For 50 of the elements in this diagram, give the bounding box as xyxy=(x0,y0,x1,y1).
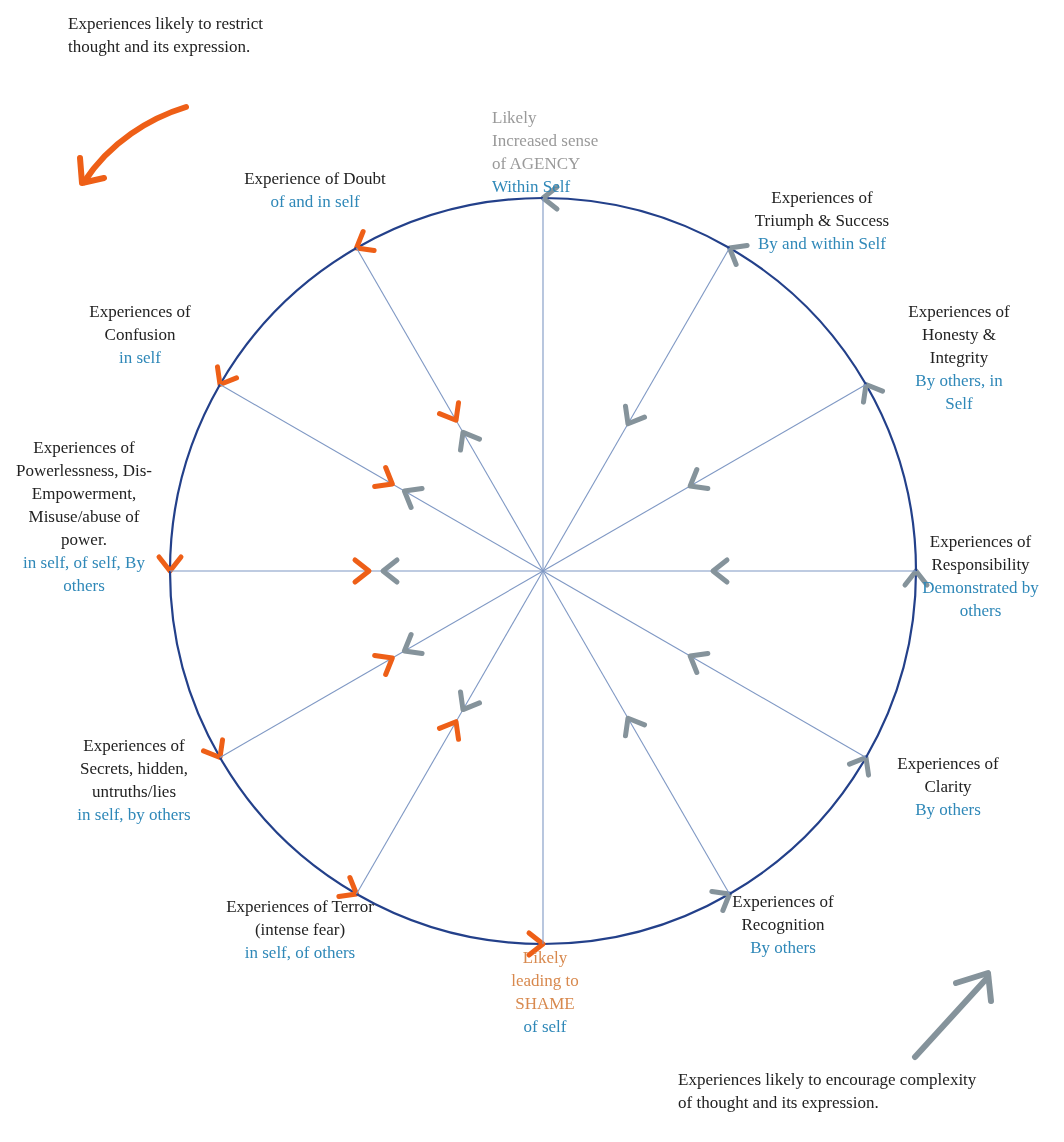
circle-arc-arrow xyxy=(860,382,918,572)
circle-arc-arrow xyxy=(727,243,867,386)
circle-arc-arrow xyxy=(540,185,730,249)
spoke-arrow xyxy=(687,650,867,759)
experience-label: Experiences of Powerlessness, Dis-Empowerment, Misuse/abuse of power. xyxy=(15,437,153,551)
experience-label: Experience of Doubt xyxy=(243,168,387,190)
spoke-arrow xyxy=(355,247,461,423)
circle-arc-arrow xyxy=(865,568,929,758)
experience-label: Experiences of Responsibility xyxy=(928,531,1033,576)
spoke-arrow xyxy=(355,719,461,895)
qualifier-label: in self, by others xyxy=(76,804,192,826)
qualifier-label: in self, of self, By others xyxy=(22,552,146,597)
circle-arc-arrow xyxy=(542,888,732,946)
spoke-arrow xyxy=(622,247,731,427)
qualifier-label: By others xyxy=(749,937,817,959)
qualifier-label: Within Self xyxy=(492,176,572,198)
spoke-arrow xyxy=(622,715,731,895)
spoke-arrow xyxy=(169,557,372,585)
qualifier-label: Demonstrated by others xyxy=(921,577,1040,622)
circle-arc-arrow xyxy=(168,570,226,760)
qualifier-label: By others xyxy=(914,799,982,821)
experience-label: Experiences of Honesty & Integrity xyxy=(907,301,1011,369)
experience-label: Experiences of Recognition xyxy=(731,891,835,936)
qualifier-label: By others, in Self xyxy=(914,370,1004,415)
circle-arc-arrow xyxy=(219,756,359,899)
qualifier-label: of self xyxy=(522,1016,568,1038)
spoke-line xyxy=(542,570,544,945)
experience-label: Experiences of Terror (intense fear) xyxy=(225,896,375,941)
qualifier-label: of and in self xyxy=(269,191,361,213)
qualifier-label: in self, of others xyxy=(243,942,357,964)
qualifier-label: By and within Self xyxy=(757,233,887,255)
spoke-line xyxy=(542,197,544,572)
qualifier-label: in self xyxy=(118,347,162,369)
spoke-arrow xyxy=(219,383,395,489)
spoke-arrow xyxy=(687,383,867,492)
note-text: Experiences likely to restrict thought and its expression. xyxy=(68,13,264,58)
circle-arc-arrow xyxy=(728,755,871,895)
circle-arc-arrow xyxy=(356,893,546,957)
circle-arc-arrow xyxy=(215,247,358,387)
spoke-arrow xyxy=(219,653,395,759)
experience-label: Experiences of Triumph & Success xyxy=(753,187,891,232)
circle-arc-arrow xyxy=(157,384,221,574)
experience-label: Experiences of Clarity xyxy=(896,753,1000,798)
experience-label: Experiences of Confusion xyxy=(88,301,192,346)
circle-arc-arrow xyxy=(354,196,544,254)
note-text: Experiences likely to encourage complexity of thought and its expression. xyxy=(678,1069,978,1114)
experience-label: Likely leading to SHAME xyxy=(510,947,580,1015)
experience-label: Likely Increased sense of AGENCY xyxy=(492,107,600,175)
spoke-arrow xyxy=(710,557,917,585)
experience-label: Experiences of Secrets, hidden, untruths/lies xyxy=(78,735,190,803)
